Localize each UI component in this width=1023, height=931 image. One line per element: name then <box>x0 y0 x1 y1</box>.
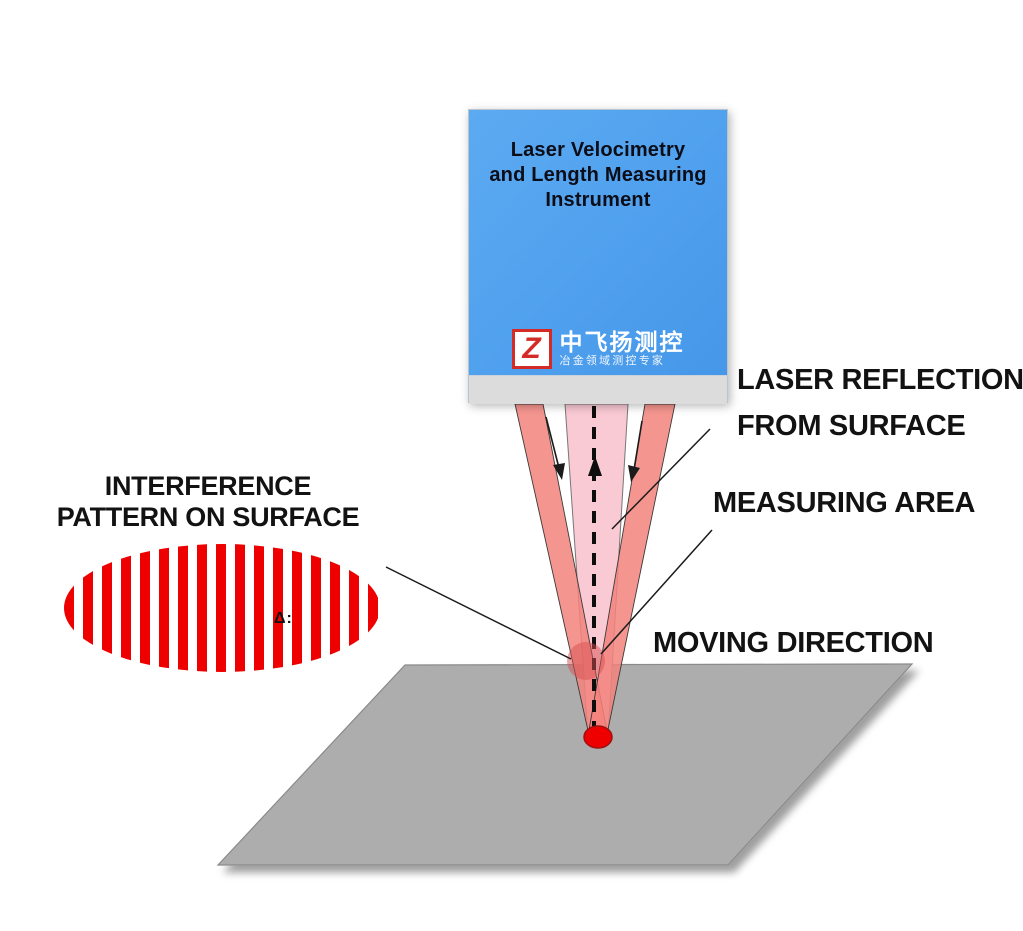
logo-brand-text: 中飞扬测控 <box>559 329 685 355</box>
down-arrow-left-line <box>545 416 560 469</box>
logo-tagline-text: 冶金领域测控专家 <box>559 355 666 367</box>
laser-spot <box>583 725 613 749</box>
label-interference-line2: PATTERN ON SURFACE <box>56 502 360 532</box>
label-laser-reflection-line2: FROM SURFACE <box>737 410 966 442</box>
instrument-bottom-panel <box>469 375 727 404</box>
label-interference-line1: INTERFERENCE <box>104 471 312 501</box>
instrument-title-line2: and Length Measuring <box>489 164 707 186</box>
instrument-title: Laser Velocimetry and Length Measuring I… <box>469 138 727 213</box>
callout-interference <box>385 566 572 660</box>
label-interference-pattern: INTERFERENCE PATTERN ON SURFACE <box>24 471 392 533</box>
callout-measuring-area <box>600 529 713 655</box>
label-moving-direction: MOVING DIRECTION <box>653 627 934 659</box>
brand-logo: Z 中飞扬测控 冶金领域测控专家 <box>469 326 727 372</box>
label-laser-reflection-line1: LASER REFLECTION <box>737 364 1023 396</box>
down-arrow-right-line <box>633 420 643 471</box>
logo-z-icon: Z <box>511 329 552 369</box>
callout-laser-reflection <box>611 428 711 530</box>
up-arrowhead <box>588 456 602 476</box>
instrument-title-line1: Laser Velocimetry <box>510 139 686 161</box>
surface-plane <box>216 663 914 866</box>
down-arrow-left-head <box>553 463 565 480</box>
instrument-box: Laser Velocimetry and Length Measuring I… <box>468 109 728 404</box>
delta-mark: Δ: <box>274 610 293 627</box>
measuring-area-blob <box>567 642 605 680</box>
down-arrow-right-head <box>628 465 640 482</box>
instrument-title-line3: Instrument <box>545 189 651 211</box>
label-measuring-area: MEASURING AREA <box>713 487 976 519</box>
instrument-body: Laser Velocimetry and Length Measuring I… <box>469 110 727 375</box>
interference-pattern-ellipse <box>64 544 380 672</box>
